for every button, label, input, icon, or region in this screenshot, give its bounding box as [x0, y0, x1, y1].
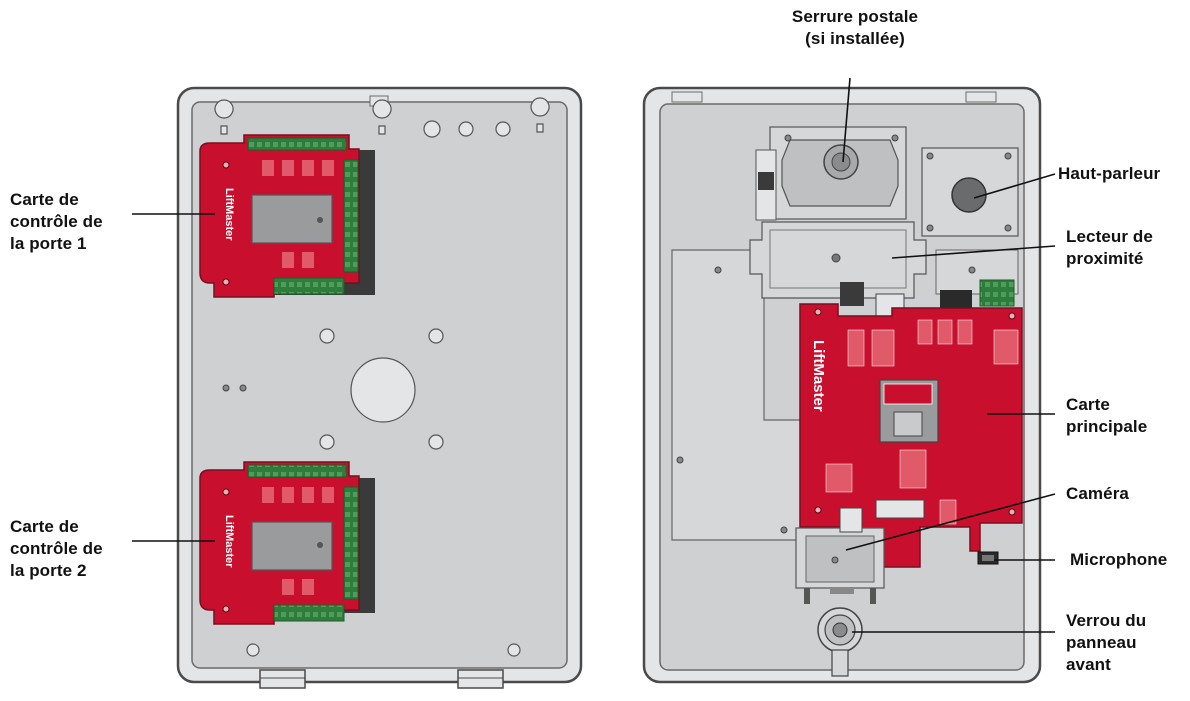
- label-board1-line3: la porte 1: [10, 234, 87, 253]
- label-door-control-board-2: Carte de contrôle de la porte 2: [10, 516, 103, 582]
- center-knockout: [350, 357, 416, 423]
- label-mail-lock: Serrure postale (si installée): [775, 6, 935, 50]
- mail-lock: [755, 126, 907, 221]
- label-proximity-reader: Lecteur de proximité: [1066, 226, 1153, 270]
- label-panel-lock-line3: avant: [1066, 655, 1111, 674]
- left-hinge-2: [457, 669, 504, 689]
- label-mail-lock-line2: (si installée): [805, 29, 905, 48]
- label-speaker: Haut-parleur: [1058, 163, 1160, 185]
- door-control-board-2: LiftMaster: [199, 461, 375, 625]
- microphone: [977, 551, 999, 565]
- leader-mail-lock: [842, 77, 851, 163]
- label-camera: Caméra: [1066, 483, 1129, 505]
- label-board1-line2: contrôle de: [10, 212, 103, 231]
- leader-speaker: [973, 173, 1056, 199]
- leader-lines: [132, 77, 1056, 633]
- board1-brand: LiftMaster: [223, 188, 235, 241]
- label-microphone-line1: Microphone: [1070, 550, 1168, 569]
- label-board1-line1: Carte de: [10, 190, 79, 209]
- door-control-board-1: LiftMaster: [199, 134, 375, 298]
- label-camera-line1: Caméra: [1066, 484, 1129, 503]
- label-main-board-line1: Carte: [1066, 395, 1110, 414]
- label-panel-lock-line1: Verrou du: [1066, 611, 1147, 630]
- front-panel-lock: [817, 607, 863, 677]
- label-speaker-line1: Haut-parleur: [1058, 164, 1161, 183]
- label-main-board-line2: principale: [1066, 417, 1148, 436]
- right-enclosure: LiftMaster: [642, 86, 1042, 684]
- board2-brand: LiftMaster: [223, 515, 235, 568]
- label-board2-line2: contrôle de: [10, 539, 103, 558]
- leader-camera: [845, 493, 1056, 551]
- label-board2-line1: Carte de: [10, 517, 79, 536]
- label-mail-lock-line1: Serrure postale: [791, 7, 919, 26]
- speaker: [921, 147, 1019, 237]
- main-board-brand: LiftMaster: [810, 340, 827, 412]
- label-door-control-board-1: Carte de contrôle de la porte 1: [10, 189, 103, 255]
- label-main-board: Carte principale: [1066, 394, 1147, 438]
- main-board: LiftMaster: [799, 279, 1023, 568]
- left-hinge-1: [259, 669, 306, 689]
- label-prox-line2: proximité: [1066, 249, 1144, 268]
- label-board2-line3: la porte 2: [10, 561, 87, 580]
- leader-prox-reader: [891, 245, 1056, 259]
- label-microphone: Microphone: [1070, 549, 1167, 571]
- proximity-reader: [749, 221, 1019, 299]
- label-prox-line1: Lecteur de: [1066, 227, 1153, 246]
- label-panel-lock-line2: panneau: [1066, 633, 1137, 652]
- camera: [795, 507, 885, 604]
- label-front-panel-lock: Verrou du panneau avant: [1066, 610, 1146, 676]
